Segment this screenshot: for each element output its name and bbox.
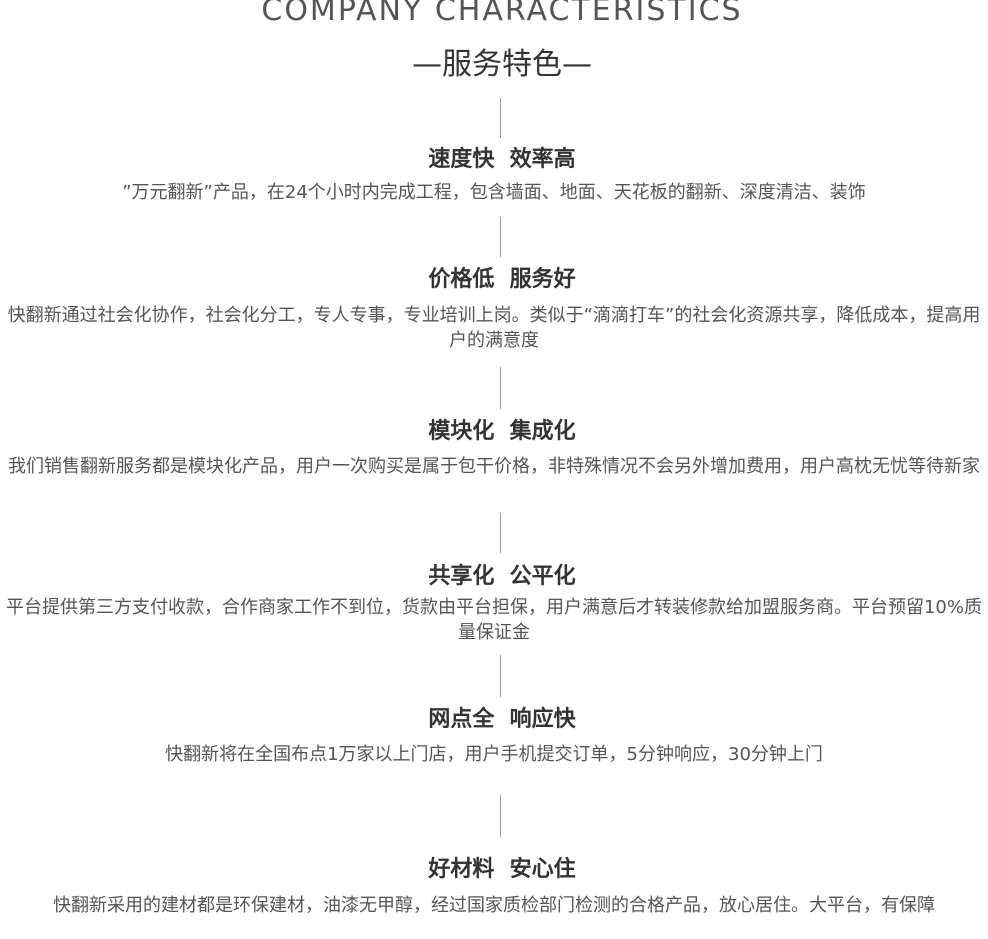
feature-title-materials: 好材料 安心住	[428, 857, 576, 882]
feature-desc-price: 快翻新通过社会化协作，社会化分工，专人专事，专业培训上岗。类似于“滴滴打车”的社…	[7, 305, 981, 351]
feature-desc-speed: ”万元翻新”产品，在24个小时内完成工程，包含墙面、地面、天花板的翻新、深度清洁…	[122, 182, 866, 203]
divider-line	[500, 217, 501, 257]
feature-desc-sharing: 平台提供第三方支付收款，合作商家工作不到位，货款由平台担保，用户满意后才转装修款…	[5, 597, 982, 643]
feature-title-modular: 模块化 集成化	[428, 419, 576, 444]
feature-title-network: 网点全 响应快	[428, 707, 576, 732]
feature-desc-modular: 我们销售翻新服务都是模块化产品，用户一次购买是属于包干价格，非特殊情况不会另外增…	[8, 456, 980, 477]
divider-line	[500, 513, 501, 553]
header-title-en: COMPANY CHARACTERISTICS	[261, 0, 743, 28]
header-title-zh: —服务特色—	[412, 47, 592, 82]
divider-line	[500, 367, 501, 409]
divider-line	[500, 655, 501, 697]
feature-title-price: 价格低 服务好	[428, 267, 576, 292]
feature-title-sharing: 共享化 公平化	[428, 564, 576, 589]
divider-line	[500, 98, 501, 138]
divider-line	[500, 795, 501, 837]
feature-desc-materials: 快翻新采用的建材都是环保建材，油漆无甲醇，经过国家质检部门检测的合格产品，放心居…	[53, 895, 935, 916]
feature-title-speed: 速度快 效率高	[428, 147, 576, 172]
feature-desc-network: 快翻新将在全国布点1万家以上门店，用户手机提交订单，5分钟响应，30分钟上门	[165, 744, 823, 765]
